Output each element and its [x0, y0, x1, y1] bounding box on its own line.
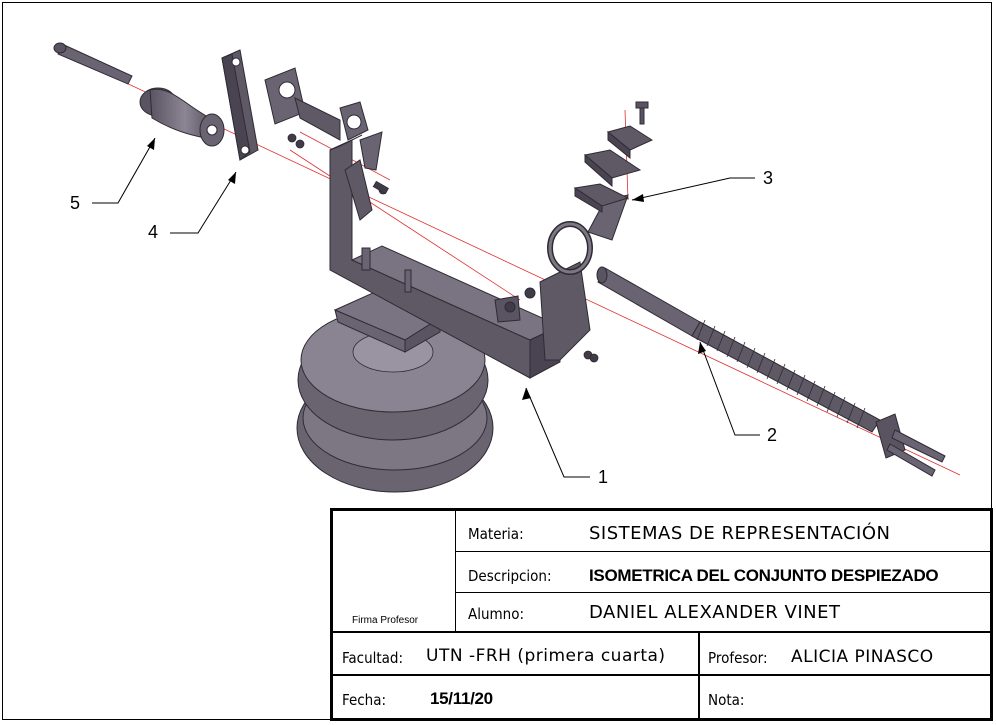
firma-profesor-label: Firma Profesor	[352, 615, 419, 626]
leader-line-1	[525, 387, 590, 478]
clamp-part-3	[573, 101, 654, 213]
callout-1: 1	[598, 467, 609, 487]
leader-line-2	[699, 341, 760, 436]
handle-pin	[53, 42, 133, 85]
profesor-value: ALICIA PINASCO	[791, 647, 934, 667]
main-frame-part-1	[329, 101, 629, 379]
alumno-value: DANIEL ALEXANDER VINET	[589, 602, 841, 623]
threaded-shaft-part-2	[596, 266, 946, 477]
crank-link-part-4	[221, 49, 259, 161]
profesor-label: Profesor:	[708, 649, 768, 667]
fecha-label: Fecha:	[342, 691, 387, 709]
callout-2: 2	[767, 425, 778, 445]
leader-line-3	[631, 177, 755, 201]
suction-base-part	[296, 291, 494, 493]
main-axis-centerline	[119, 79, 961, 476]
crank-arm-bracket	[264, 67, 383, 221]
leader-line-5	[92, 137, 156, 204]
leader-lines	[92, 137, 760, 478]
facultad-value: UTN -FRH (primera cuarta)	[426, 646, 666, 666]
leader-line-4	[170, 171, 237, 234]
fecha-value: 15/11/20	[430, 689, 493, 708]
handle-part-5	[139, 87, 225, 147]
materia-label: Materia:	[468, 525, 524, 543]
descripcion-label: Descripcion:	[468, 567, 552, 585]
bracket-bolt-centerline	[289, 149, 521, 301]
materia-value: SISTEMAS DE REPRESENTACIÓN	[589, 523, 891, 544]
leader-arrows	[147, 138, 706, 400]
nota-label: Nota:	[708, 691, 745, 709]
nuts-and-bolts	[287, 133, 599, 363]
callout-5: 5	[70, 193, 81, 213]
facultad-label: Facultad:	[342, 649, 404, 667]
title-block: Firma Profesor Materia: SISTEMAS DE REPR…	[330, 508, 993, 721]
alumno-label: Alumno:	[468, 605, 525, 623]
callout-4: 4	[148, 222, 159, 242]
callout-3: 3	[763, 168, 774, 188]
descripcion-value: ISOMETRICA DEL CONJUNTO DESPIEZADO	[589, 566, 939, 585]
